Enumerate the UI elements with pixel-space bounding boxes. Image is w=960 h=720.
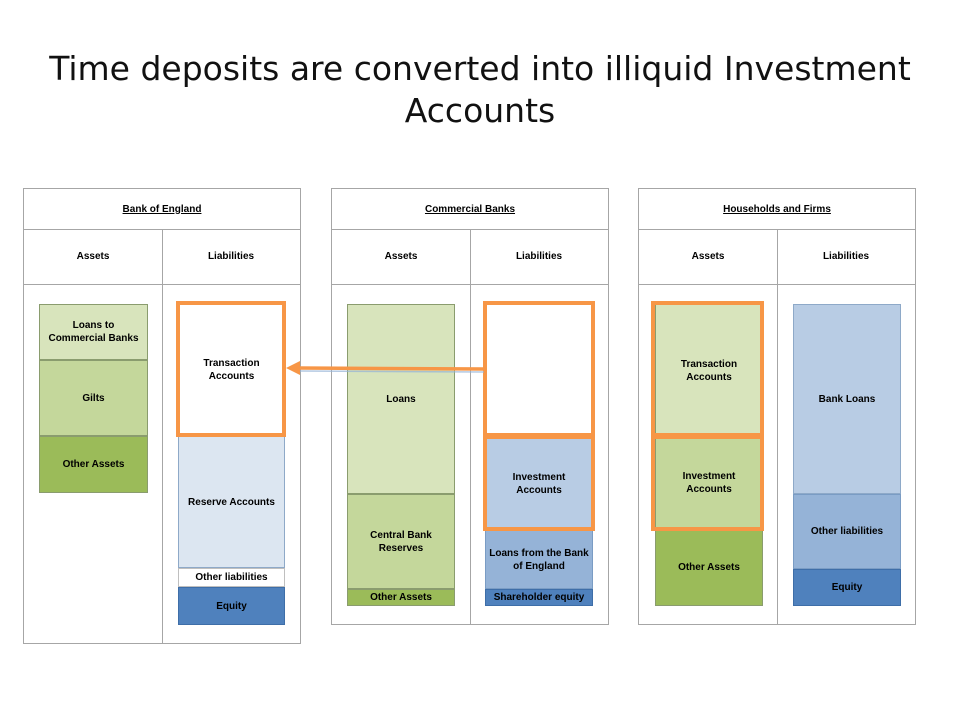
liability-equity: Equity: [178, 587, 285, 625]
liability-converted-time-deposits: [485, 304, 593, 437]
asset-other-assets: Other Assets: [39, 436, 148, 493]
liability-other-liabilities: Other liabilities: [793, 494, 901, 569]
asset-loans-to-commercial-banks: Loans to Commercial Banks: [39, 304, 148, 360]
liability-loans-from-the-bank-of-england: Loans from the Bank of England: [485, 530, 593, 589]
liability-shareholder-equity: Shareholder equity: [485, 589, 593, 606]
liability-other-liabilities: Other liabilities: [178, 568, 285, 587]
liability-reserve-accounts: Reserve Accounts: [178, 436, 285, 568]
liability-investment-accounts: Investment Accounts: [485, 437, 593, 530]
assets-header: Assets: [24, 229, 162, 285]
asset-gilts: Gilts: [39, 360, 148, 436]
assets-header: Assets: [639, 229, 777, 285]
liability-equity: Equity: [793, 569, 901, 606]
assets-header: Assets: [332, 229, 470, 285]
highlight-hf-investment-accounts: [651, 435, 764, 531]
highlight-boe-transaction-accounts: [176, 301, 286, 437]
column-divider: [162, 229, 163, 643]
column-divider: [777, 229, 778, 624]
asset-transaction-accounts: Transaction Accounts: [655, 304, 763, 437]
asset-other-assets: Other Assets: [347, 589, 455, 606]
panel-bank-of-england: Bank of England Assets Liabilities Loans…: [23, 188, 301, 644]
column-divider: [470, 229, 471, 624]
liabilities-header: Liabilities: [777, 229, 915, 285]
slide-title: Time deposits are converted into illiqui…: [49, 49, 911, 130]
highlight-cb-investment-accounts: [483, 435, 595, 531]
panel-households-and-firms: Households and Firms Assets Liabilities …: [638, 188, 916, 625]
asset-investment-accounts: Investment Accounts: [655, 437, 763, 529]
asset-loans: Loans: [347, 304, 455, 494]
liability-bank-loans: Bank Loans: [793, 304, 901, 494]
panel-commercial-banks: Commercial Banks Assets Liabilities Loan…: [331, 188, 609, 625]
liabilities-header: Liabilities: [470, 229, 608, 285]
asset-central-bank-reserves: Central Bank Reserves: [347, 494, 455, 589]
liabilities-header: Liabilities: [162, 229, 300, 285]
